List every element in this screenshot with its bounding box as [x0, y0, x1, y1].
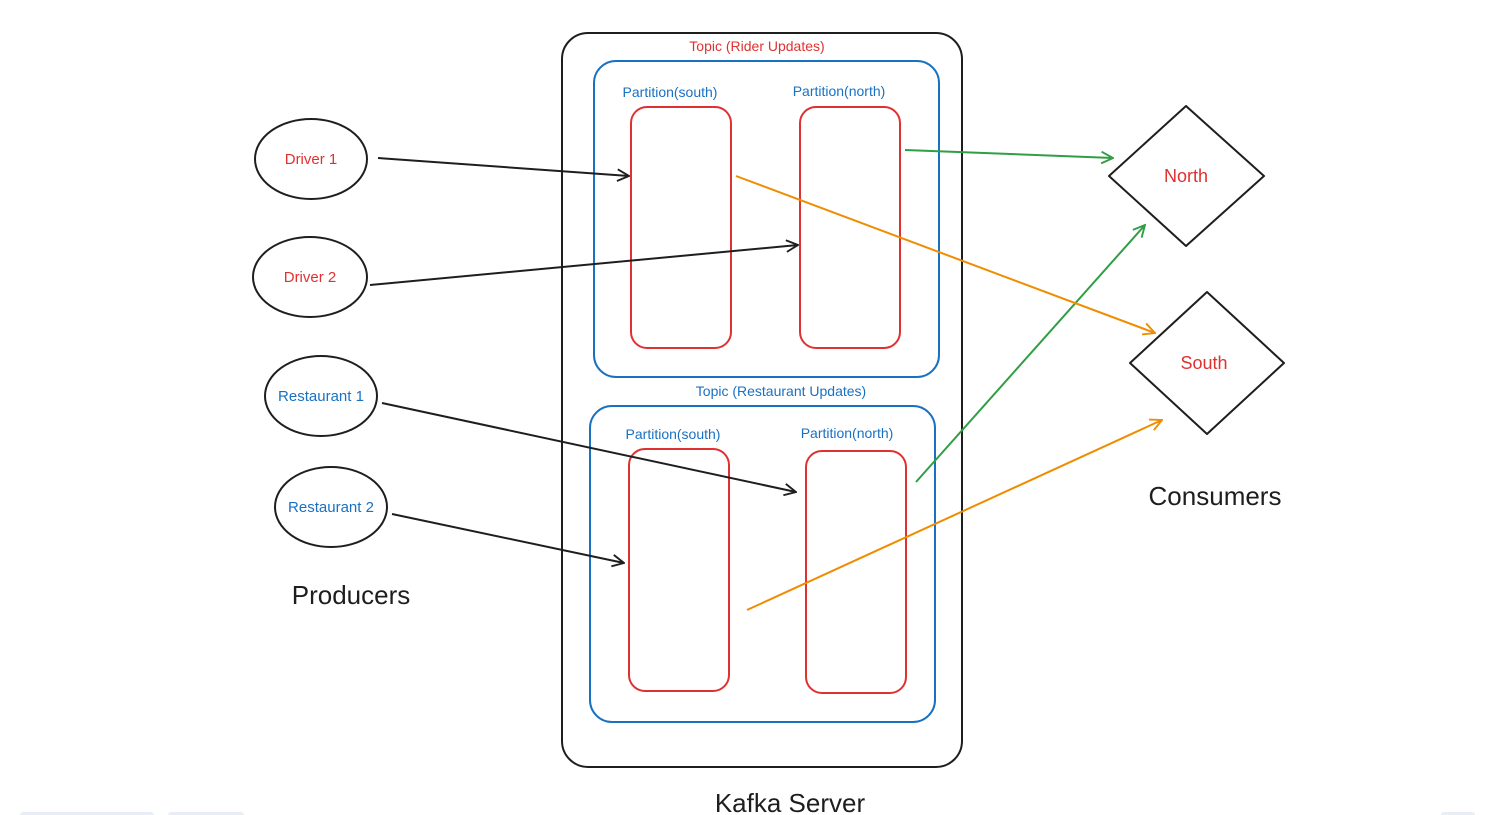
- arrow-rider-north-to-north-consumer: [904, 149, 1113, 158]
- producer-driver-1-label: Driver 1: [285, 151, 338, 168]
- toolbar-stub-right: [1441, 812, 1475, 815]
- rider-partition-south-box: [630, 106, 732, 349]
- toolbar-stub-left: [20, 812, 154, 815]
- arrow-restaurant-south-to-south-consumer: [746, 420, 1162, 611]
- topic-rider-updates-label: Topic (Rider Updates): [689, 38, 824, 54]
- kafka-server-box: [561, 32, 963, 768]
- arrow-driver-2-to-rider-north: [369, 245, 798, 286]
- toolbar-stub-center: [168, 812, 244, 815]
- producer-restaurant-1-label: Restaurant 1: [278, 388, 364, 405]
- producer-driver-2-label: Driver 2: [284, 269, 337, 286]
- arrow-restaurant-1-to-restaurant-north: [381, 402, 796, 492]
- restaurant-partition-north-box: [805, 450, 907, 694]
- consumer-south-node: [1129, 291, 1285, 435]
- producer-restaurant-2-node: [274, 466, 388, 548]
- producer-driver-2-node: [252, 236, 368, 318]
- producer-driver-1-node: [254, 118, 368, 200]
- producer-restaurant-2-label: Restaurant 2: [288, 499, 374, 516]
- arrow-restaurant-2-to-restaurant-south: [391, 513, 624, 563]
- topic-restaurant-updates-box: [589, 405, 936, 723]
- arrow-rider-south-to-south-consumer: [735, 175, 1155, 333]
- topic-rider-updates-box: [593, 60, 940, 378]
- restaurant-partition-north-label: Partition(north): [801, 425, 894, 441]
- arrow-restaurant-north-to-north-consumer: [915, 225, 1145, 483]
- producer-restaurant-1-node: [264, 355, 378, 437]
- rider-partition-south-label: Partition(south): [623, 84, 718, 100]
- restaurant-partition-south-box: [628, 448, 730, 692]
- rider-partition-north-label: Partition(north): [793, 83, 886, 99]
- rider-partition-north-box: [799, 106, 901, 349]
- consumer-north-node: [1108, 105, 1265, 247]
- kafka-server-label: Kafka Server: [715, 788, 866, 815]
- producers-group-label: Producers: [292, 580, 411, 610]
- consumers-group-label: Consumers: [1149, 481, 1282, 511]
- restaurant-partition-south-label: Partition(south): [626, 426, 721, 442]
- topic-restaurant-updates-label: Topic (Restaurant Updates): [696, 383, 866, 399]
- consumer-south-label: South: [1180, 353, 1227, 373]
- arrow-driver-1-to-rider-south: [377, 157, 629, 176]
- consumer-north-label: North: [1164, 166, 1208, 186]
